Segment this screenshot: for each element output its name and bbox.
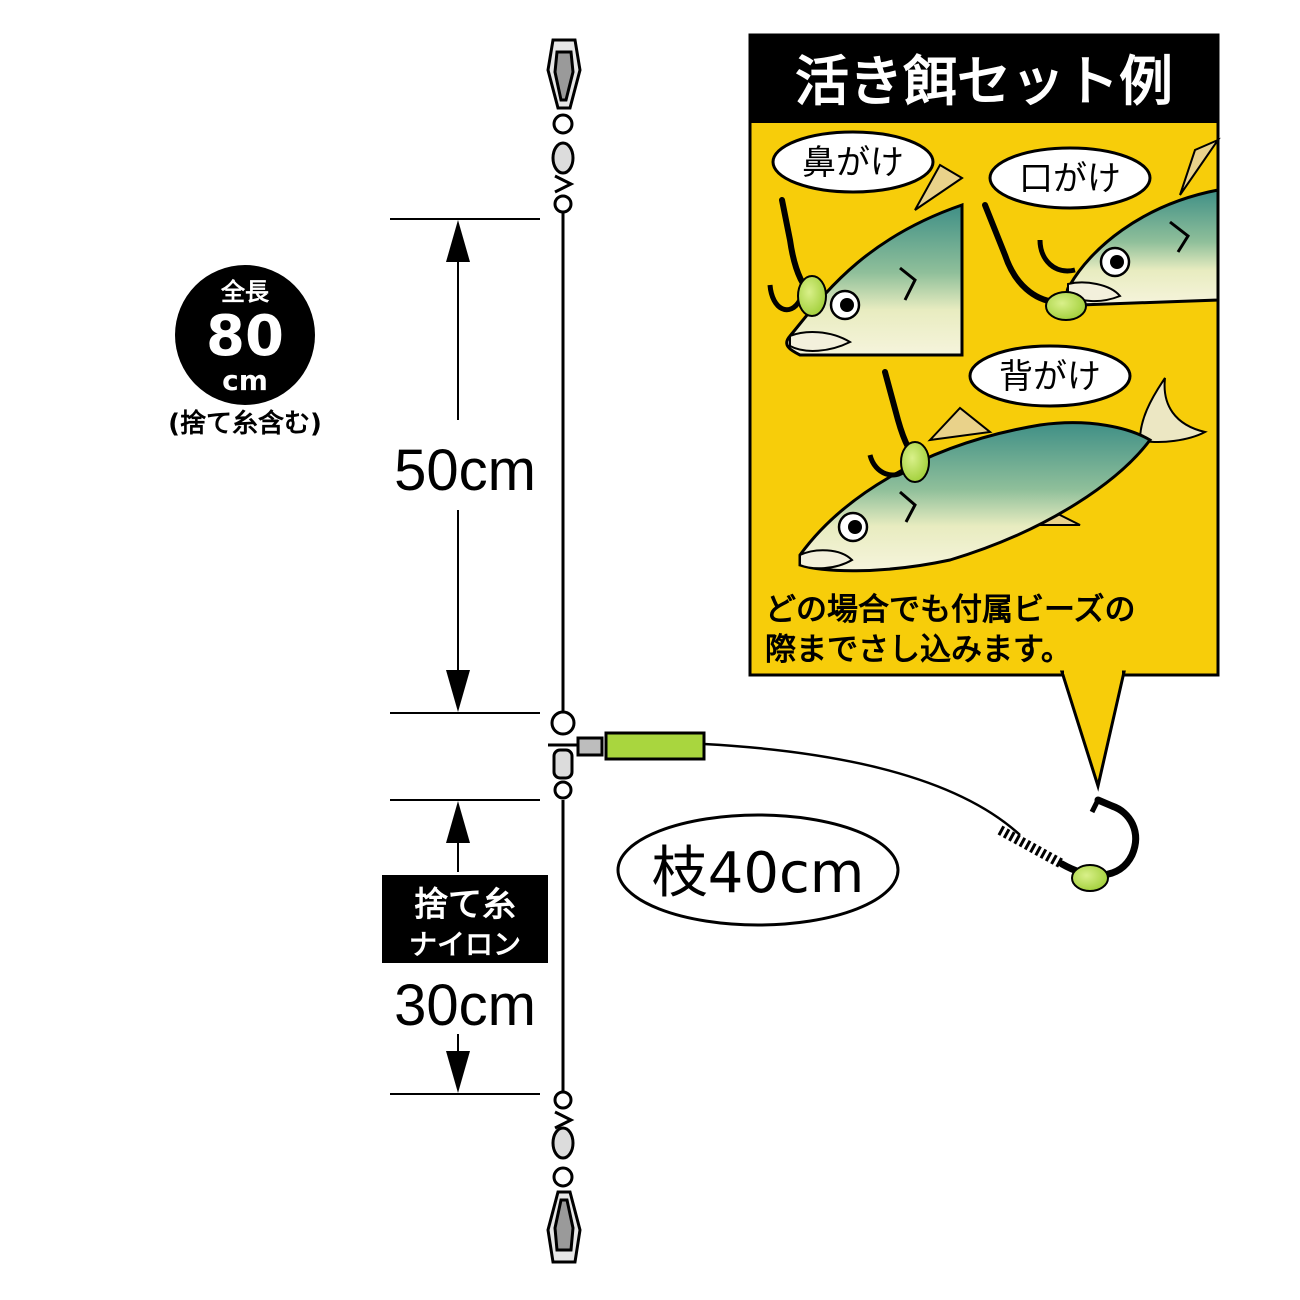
dimension-30-arrow [446, 801, 470, 1093]
callout-back-hook: 背がけ [999, 357, 1101, 397]
bottom-snap-swivel [546, 1090, 582, 1264]
total-length-number: 80 [206, 304, 284, 369]
branch-swivel [548, 710, 604, 800]
branch-length-callout: 枝40cm [616, 813, 900, 927]
fish-nose-hook [767, 163, 964, 357]
callout-nose-hook: 鼻がけ [802, 143, 904, 183]
fish-mouth-hook [982, 137, 1221, 321]
panel-note-line1: どの場合でも付属ビーズの [765, 592, 1135, 628]
dimension-marks [390, 218, 540, 1095]
total-length-badge: 全長 80 cm [175, 265, 315, 405]
panel-note-line2: 際までさし込みます。 [765, 632, 1072, 668]
branch-line [703, 742, 1021, 836]
sute-ito-box: 捨て糸 ナイロン [382, 875, 548, 963]
length-50cm-label: 50cm [394, 438, 536, 503]
nylon-label: ナイロン [409, 928, 521, 961]
top-snap-swivel [546, 38, 582, 214]
total-length-unit: cm [222, 364, 268, 397]
live-bait-panel: 活き餌セット例 [748, 33, 1221, 792]
branch-hook [997, 796, 1140, 892]
total-length-title: 全長 [220, 278, 270, 306]
branch-length-label: 枝40cm [652, 841, 865, 906]
fish-back-hook [798, 369, 1208, 573]
length-30cm-label: 30cm [394, 973, 536, 1038]
total-length-note: (捨て糸含む) [168, 408, 322, 439]
callout-mouth-hook: 口がけ [1019, 159, 1121, 199]
dimension-50-arrow [446, 220, 470, 712]
panel-title: 活き餌セット例 [795, 50, 1173, 113]
branch-sleeve [604, 731, 706, 761]
sute-ito-label: 捨て糸 [414, 885, 516, 925]
